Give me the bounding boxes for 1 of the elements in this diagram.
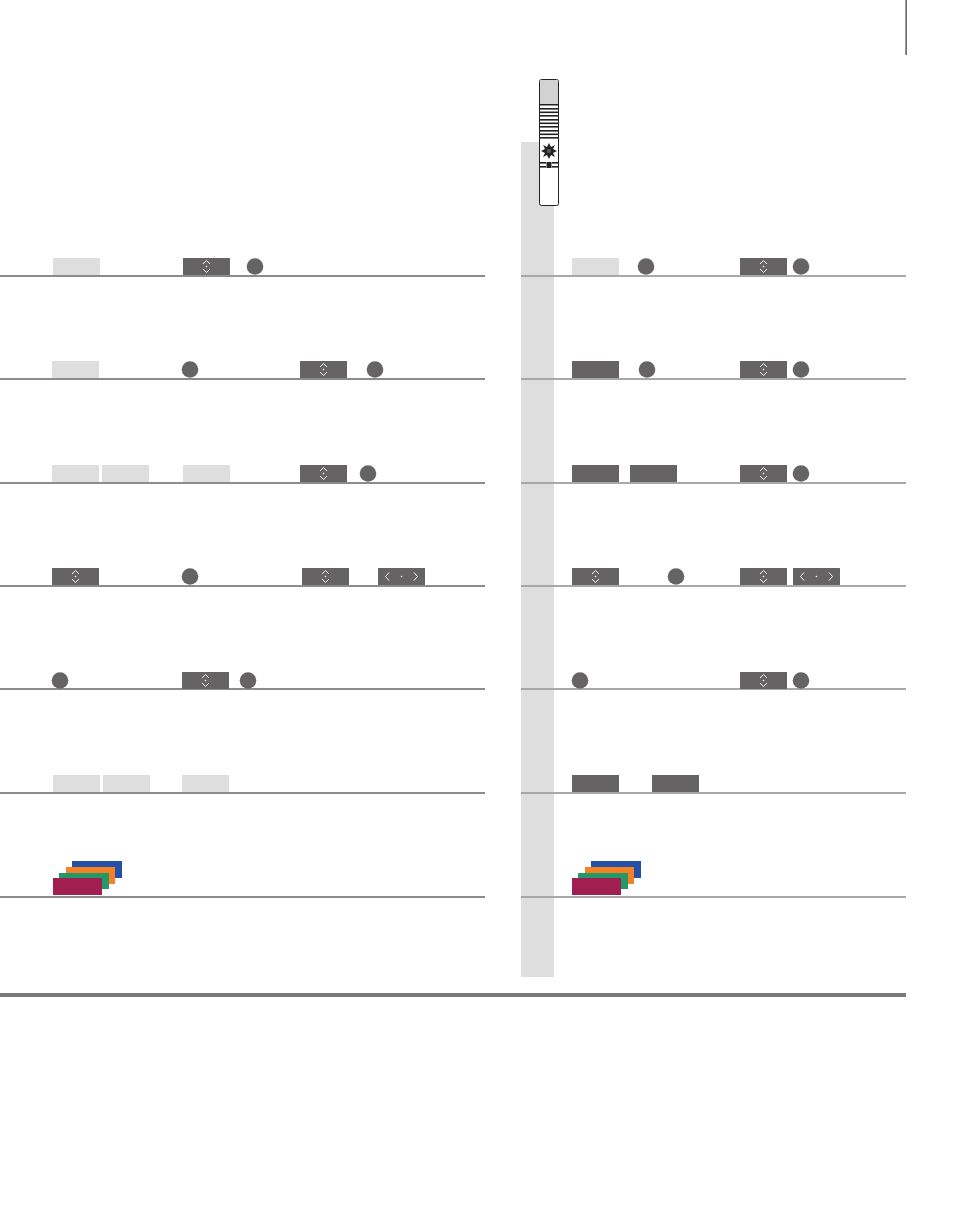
side-band — [521, 142, 554, 977]
